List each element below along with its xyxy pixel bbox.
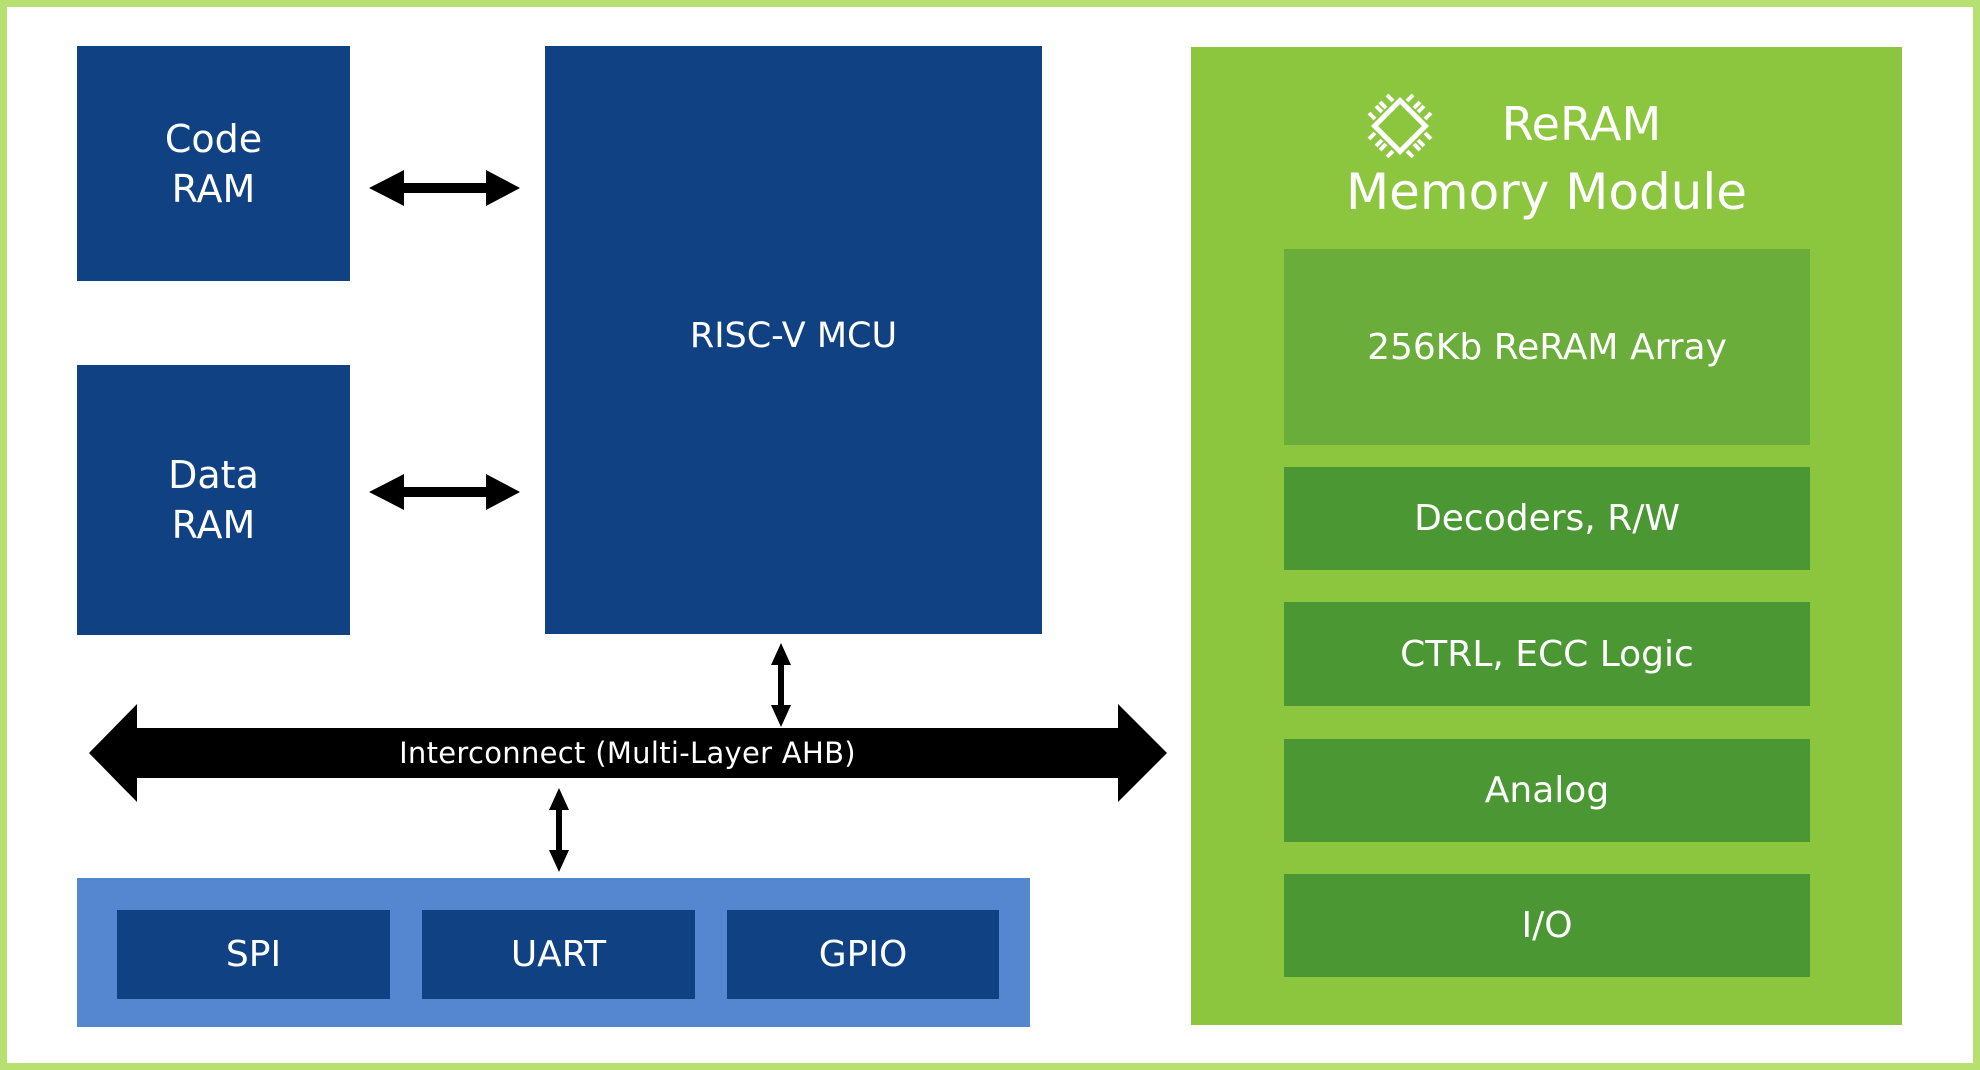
bus-peripherals-arrow xyxy=(549,788,569,872)
code-ram-block: Code RAM xyxy=(77,46,350,281)
reram-array-block: 256Kb ReRAM Array xyxy=(1284,249,1810,445)
mcu-label: RISC-V MCU xyxy=(689,316,898,356)
mcu-block: RISC-V MCU xyxy=(545,46,1042,634)
chip-icon xyxy=(1367,93,1433,159)
code-ram-label-line1: Code xyxy=(164,116,263,161)
peripheral-uart: UART xyxy=(422,910,695,999)
reram-title-text: ReRAM xyxy=(1501,97,1662,151)
peripheral-gpio: GPIO xyxy=(727,910,999,999)
data-ram-label-line2: RAM xyxy=(171,503,256,547)
peripheral-spi: SPI xyxy=(117,910,390,999)
ctrl-ecc-block: CTRL, ECC Logic xyxy=(1284,602,1810,706)
data-ram-mcu-arrow xyxy=(369,474,520,510)
interconnect-label: Interconnect (Multi-Layer AHB) xyxy=(399,736,856,770)
mcu-bus-arrow xyxy=(771,643,791,727)
interconnect-bus-arrow xyxy=(89,704,1167,802)
io-block: I/O xyxy=(1284,874,1810,977)
reram-title-line1: ReRAM xyxy=(1191,94,1902,154)
code-ram-label-line2: RAM xyxy=(171,166,256,211)
data-ram-label-line1: Data xyxy=(168,453,259,497)
data-ram-block: Data RAM xyxy=(77,365,350,635)
decoders-block: Decoders, R/W xyxy=(1284,467,1810,570)
analog-block: Analog xyxy=(1284,739,1810,842)
reram-title-line2: Memory Module xyxy=(1345,163,1748,221)
code-ram-mcu-arrow xyxy=(369,170,520,206)
